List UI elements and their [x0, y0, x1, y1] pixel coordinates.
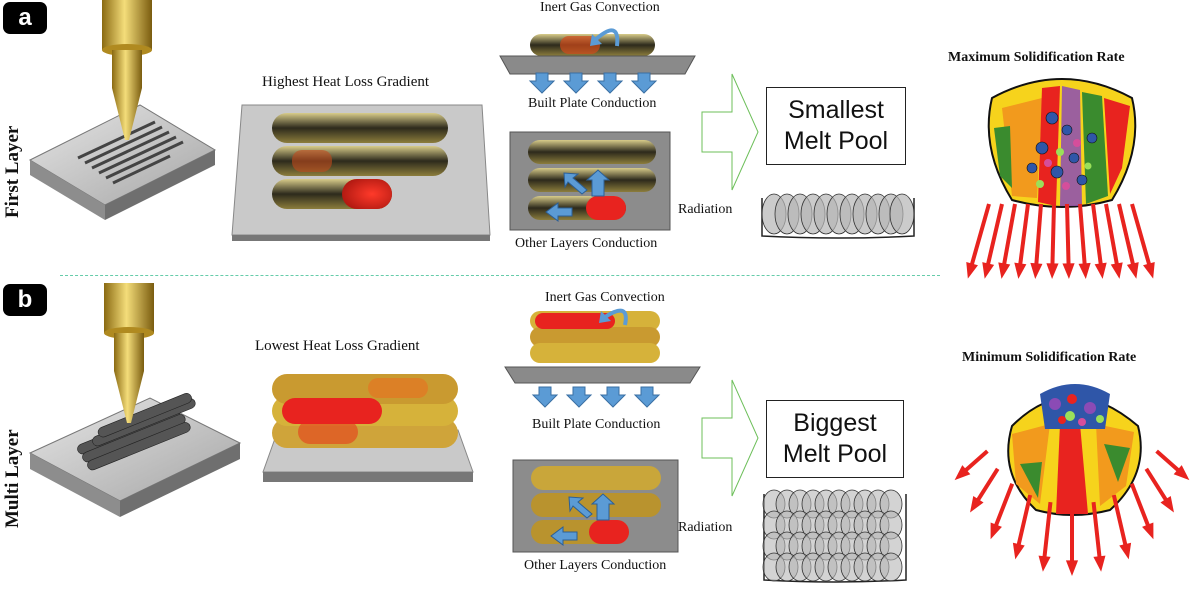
- track-plate-a: [231, 104, 491, 241]
- radiation-label-b: Radiation: [678, 520, 733, 535]
- heat-flux-arrow-icon: [1155, 449, 1190, 481]
- heat-flux-arrow-icon: [1030, 203, 1043, 279]
- plate-label-a: Built Plate Conduction: [528, 96, 657, 111]
- laser-nozzle-icon: [28, 283, 242, 517]
- heat-flux-arrow-icon: [1038, 501, 1053, 572]
- gradient-label-b: Lowest Heat Loss Gradient: [255, 338, 420, 354]
- flow-arrow-icon: [545, 169, 611, 222]
- flow-arrow-icon: [550, 493, 616, 546]
- convection-plate-b: [504, 308, 701, 408]
- heat-flux-arrow-icon: [1062, 203, 1075, 279]
- rate-label-a: Maximum Solidification Rate: [948, 50, 1125, 65]
- grain-structure-a: [987, 78, 1137, 208]
- flow-arrow-icon: [603, 308, 628, 326]
- heat-flux-arrow-icon: [990, 483, 1015, 540]
- heat-flux-arrow-icon: [1091, 203, 1107, 279]
- heat-flux-arrow-icon: [1129, 483, 1154, 540]
- other-layers-label-a: Other Layers Conduction: [515, 236, 658, 251]
- heat-flux-arrow-icon: [970, 467, 1000, 513]
- heat-flux-arrow-icon: [1046, 203, 1059, 279]
- panel-b-side-label: Multi Layer: [2, 429, 23, 528]
- heat-flux-arrow-icon: [1065, 504, 1079, 576]
- outline-arrow-b: [701, 379, 759, 497]
- heat-flux-arrow-icon: [1117, 203, 1139, 279]
- melt-pool-row-a: [761, 193, 915, 239]
- flow-arrow-icon: [593, 28, 620, 47]
- heat-flux-arrow-icon: [1144, 467, 1174, 513]
- heat-flux-arrow-icon: [1130, 203, 1155, 279]
- melt-pool-line2-a: Melt Pool: [783, 127, 889, 155]
- heat-flux-arrow-icon: [982, 203, 1004, 279]
- panel-b-badge: b: [3, 284, 47, 316]
- track-plate-b: [262, 374, 474, 482]
- panel-divider: [60, 275, 940, 276]
- melt-pool-grid-b: [762, 489, 907, 583]
- melt-pool-box-a: Smallest Melt Pool: [766, 87, 906, 165]
- other-layers-label-b: Other Layers Conduction: [524, 558, 667, 573]
- heat-flux-arrow-icon: [966, 203, 991, 279]
- radiation-label-a: Radiation: [678, 202, 733, 217]
- heat-flux-arrow-icon: [1111, 494, 1132, 560]
- gradient-label-a: Highest Heat Loss Gradient: [262, 74, 430, 90]
- convection-plate-a: [499, 28, 696, 94]
- panel-a-badge: a: [3, 2, 47, 34]
- plate-label-b: Built Plate Conduction: [532, 417, 661, 432]
- heat-flux-arrow-icon: [954, 449, 989, 481]
- convection-label-a: Inert Gas Convection: [540, 0, 660, 15]
- heat-flux-arrow-icon: [1012, 494, 1033, 560]
- heat-flux-arrows-b: [954, 449, 1190, 576]
- convection-label-b: Inert Gas Convection: [545, 290, 665, 305]
- outline-arrow-a: [701, 73, 759, 191]
- melt-pool-line1-a: Smallest: [788, 96, 884, 124]
- grain-structure-b: [1007, 384, 1142, 516]
- heat-flux-arrow-icon: [998, 203, 1017, 279]
- laser-nozzle-icon: [28, 0, 217, 220]
- heat-flux-arrows-a: [966, 203, 1155, 279]
- radiation-box-b: [512, 459, 679, 553]
- rate-label-b: Minimum Solidification Rate: [962, 350, 1137, 365]
- radiation-box-a: [509, 131, 671, 231]
- melt-pool-line2-b: Melt Pool: [782, 440, 888, 468]
- melt-pool-line1-b: Biggest: [793, 409, 877, 437]
- heat-flux-arrow-icon: [1078, 203, 1091, 279]
- panel-a-side-label: First Layer: [2, 125, 23, 218]
- melt-pool-box-b: Biggest Melt Pool: [766, 400, 904, 478]
- heat-flux-arrow-icon: [1104, 203, 1123, 279]
- heat-flux-arrow-icon: [1014, 203, 1030, 279]
- heat-flux-arrow-icon: [1091, 501, 1106, 572]
